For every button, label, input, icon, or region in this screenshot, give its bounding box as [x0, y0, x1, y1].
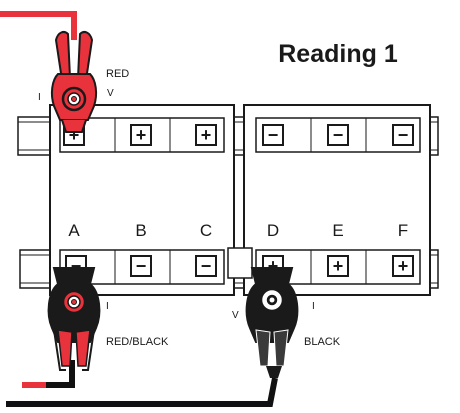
terminal-letter-d: D — [267, 221, 279, 240]
terminal-C[interactable]: − — [195, 255, 217, 277]
terminal-top-6[interactable]: − — [392, 124, 414, 146]
terminal-sign: − — [398, 125, 409, 145]
terminal-E[interactable]: + — [327, 255, 349, 277]
terminal-sign: + — [398, 256, 409, 276]
terminal-sign: − — [268, 125, 279, 145]
terminal-sign: + — [268, 256, 279, 276]
terminal-sign: − — [333, 125, 344, 145]
terminal-top-5[interactable]: − — [327, 124, 349, 146]
terminal-top-2[interactable]: + — [130, 124, 152, 146]
terminal-B[interactable]: − — [130, 255, 152, 277]
terminal-sign: + — [69, 125, 80, 145]
black-clip-icon[interactable] — [245, 267, 299, 378]
bottom-right-clip-label: BLACK — [304, 336, 341, 348]
terminal-letter-e: E — [332, 221, 343, 240]
black-lead-bottom — [6, 377, 278, 407]
terminal-F[interactable]: + — [392, 255, 414, 277]
bottom-left-clip-mark-right: I — [106, 301, 109, 312]
terminal-sign: + — [136, 125, 147, 145]
terminal-letter-c: C — [200, 221, 212, 240]
terminal-sign: − — [71, 256, 82, 276]
bottom-left-clip-label: RED/BLACK — [106, 336, 169, 348]
red-lead-top — [0, 11, 77, 40]
top-clip-mark-left: I — [38, 92, 41, 103]
terminal-sign: + — [201, 125, 212, 145]
top-clip-label: RED — [106, 68, 129, 80]
terminal-top-3[interactable]: + — [195, 124, 217, 146]
top-clip-mark-right: V — [107, 88, 114, 99]
bottom-right-clip-mark-right: I — [312, 301, 315, 312]
bridge-jumper — [227, 247, 253, 279]
terminal-top-4[interactable]: − — [262, 124, 284, 146]
terminal-letter-b: B — [135, 221, 146, 240]
terminal-sign: − — [136, 256, 147, 276]
terminal-letter-a: A — [68, 221, 80, 240]
red-clip-icon[interactable] — [50, 31, 98, 133]
terminal-sign: + — [333, 256, 344, 276]
terminal-sign: − — [201, 256, 212, 276]
page-title: Reading 1 — [278, 40, 398, 68]
bottom-right-clip-mark-left: V — [232, 310, 239, 321]
red-black-clip-icon[interactable] — [47, 267, 101, 371]
terminal-letter-f: F — [398, 221, 408, 240]
